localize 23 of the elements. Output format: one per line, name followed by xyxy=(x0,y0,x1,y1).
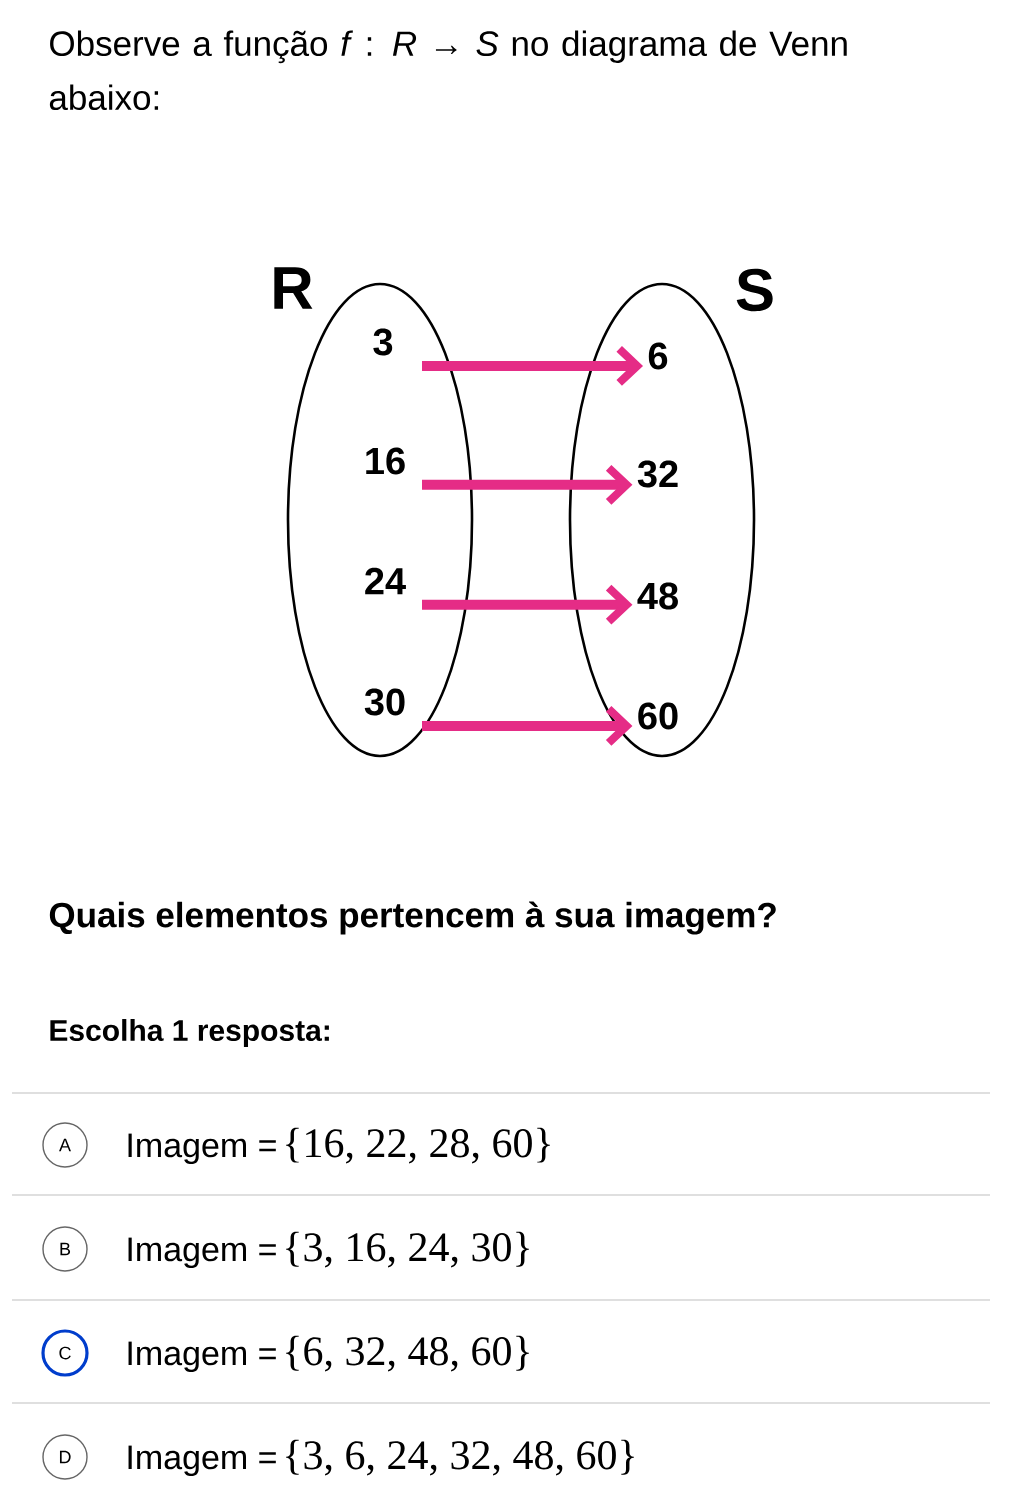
arrow xyxy=(422,706,633,746)
option-text: Imagem = xyxy=(128,1341,276,1373)
set-element: 3 xyxy=(373,328,393,356)
title-text: Observe a função f : R → S no diagrama de Venn abaixo: xyxy=(49,30,847,111)
set-element: 16 xyxy=(366,447,405,475)
prompt-text: Escolha 1 resposta: xyxy=(50,1019,329,1047)
arrow xyxy=(422,584,633,625)
option-set: {3, 6, 24, 32, 48, 60} xyxy=(286,1439,634,1476)
arrow xyxy=(422,345,644,386)
option-text: Imagem = xyxy=(128,1445,276,1477)
option-set: {16, 22, 28, 60} xyxy=(286,1127,550,1164)
set-element: 6 xyxy=(648,342,668,370)
set-element: 32 xyxy=(637,460,678,488)
arrow xyxy=(422,464,633,505)
set-element: 60 xyxy=(638,702,678,730)
set-element: 48 xyxy=(637,582,678,610)
question-text: Quais elementos pertencem à sua imagem? xyxy=(49,901,776,935)
option-text: Imagem = xyxy=(128,1237,276,1269)
set-element: 30 xyxy=(364,688,405,716)
option-set: {3, 16, 24, 30} xyxy=(286,1231,529,1268)
option-text: Imagem = xyxy=(128,1133,276,1165)
option-set: {6, 32, 48, 60} xyxy=(286,1335,529,1372)
set-element: 24 xyxy=(365,567,406,595)
